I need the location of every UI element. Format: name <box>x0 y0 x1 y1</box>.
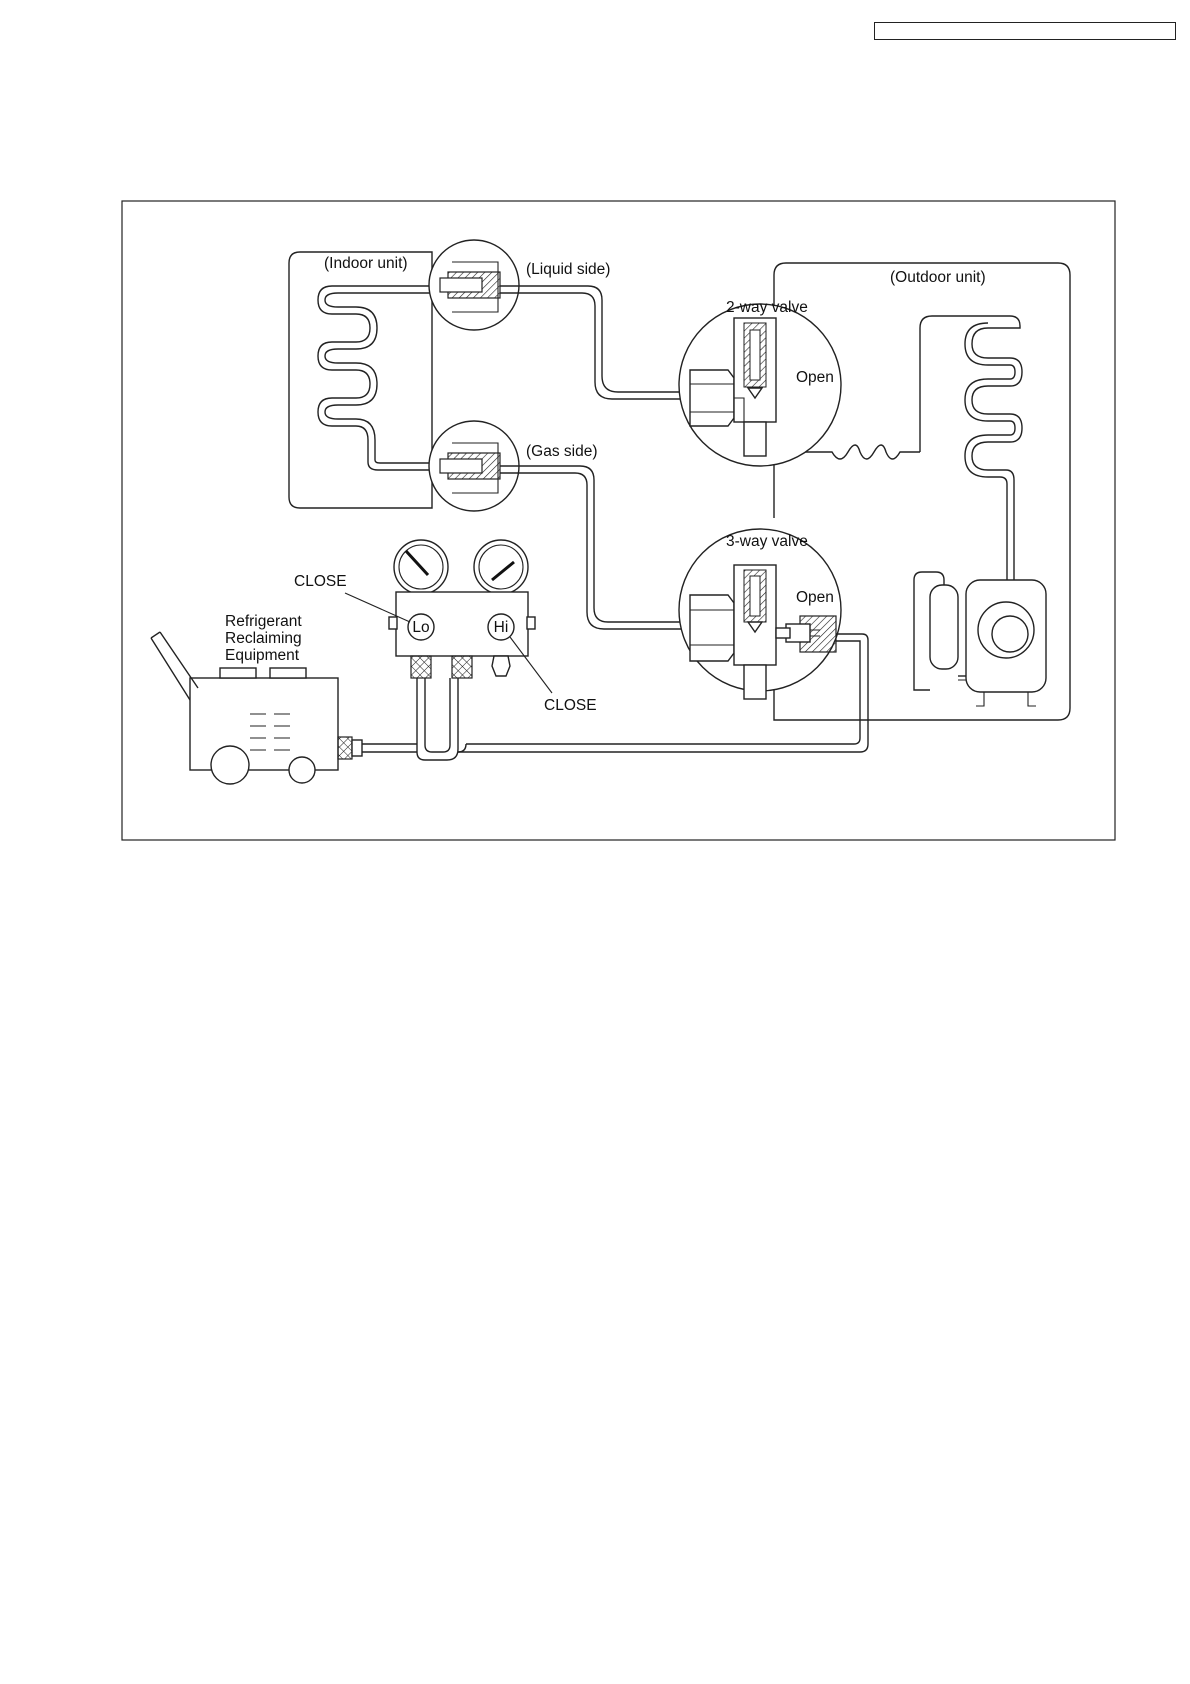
hi-label: Hi <box>494 619 509 636</box>
indoor-unit-label: (Indoor unit) <box>324 255 408 272</box>
high-pressure-gauge <box>474 540 528 594</box>
lo-label: Lo <box>412 619 429 636</box>
three-way-open-label: Open <box>796 589 834 606</box>
outdoor-unit-label: (Outdoor unit) <box>890 269 986 286</box>
close-hi-leader <box>510 637 552 693</box>
close-hi-label: CLOSE <box>544 697 597 714</box>
reclaiming-label-line3: Equipment <box>225 647 300 664</box>
charging-hose <box>417 678 458 760</box>
liquid-side-fitting <box>429 240 519 330</box>
reclaiming-label-line2: Reclaiming <box>225 630 302 647</box>
gauge-manifold[interactable]: Lo Hi <box>389 540 535 678</box>
close-lo-label: CLOSE <box>294 573 347 590</box>
two-way-open-label: Open <box>796 369 834 386</box>
three-way-valve-label: 3-way valve <box>726 533 808 550</box>
gas-side-label: (Gas side) <box>526 443 598 460</box>
liquid-side-label: (Liquid side) <box>526 261 610 278</box>
two-way-valve-label: 2-way valve <box>726 299 808 316</box>
three-way-valve <box>679 529 841 699</box>
reclaiming-label-line1: Refrigerant <box>225 613 302 630</box>
